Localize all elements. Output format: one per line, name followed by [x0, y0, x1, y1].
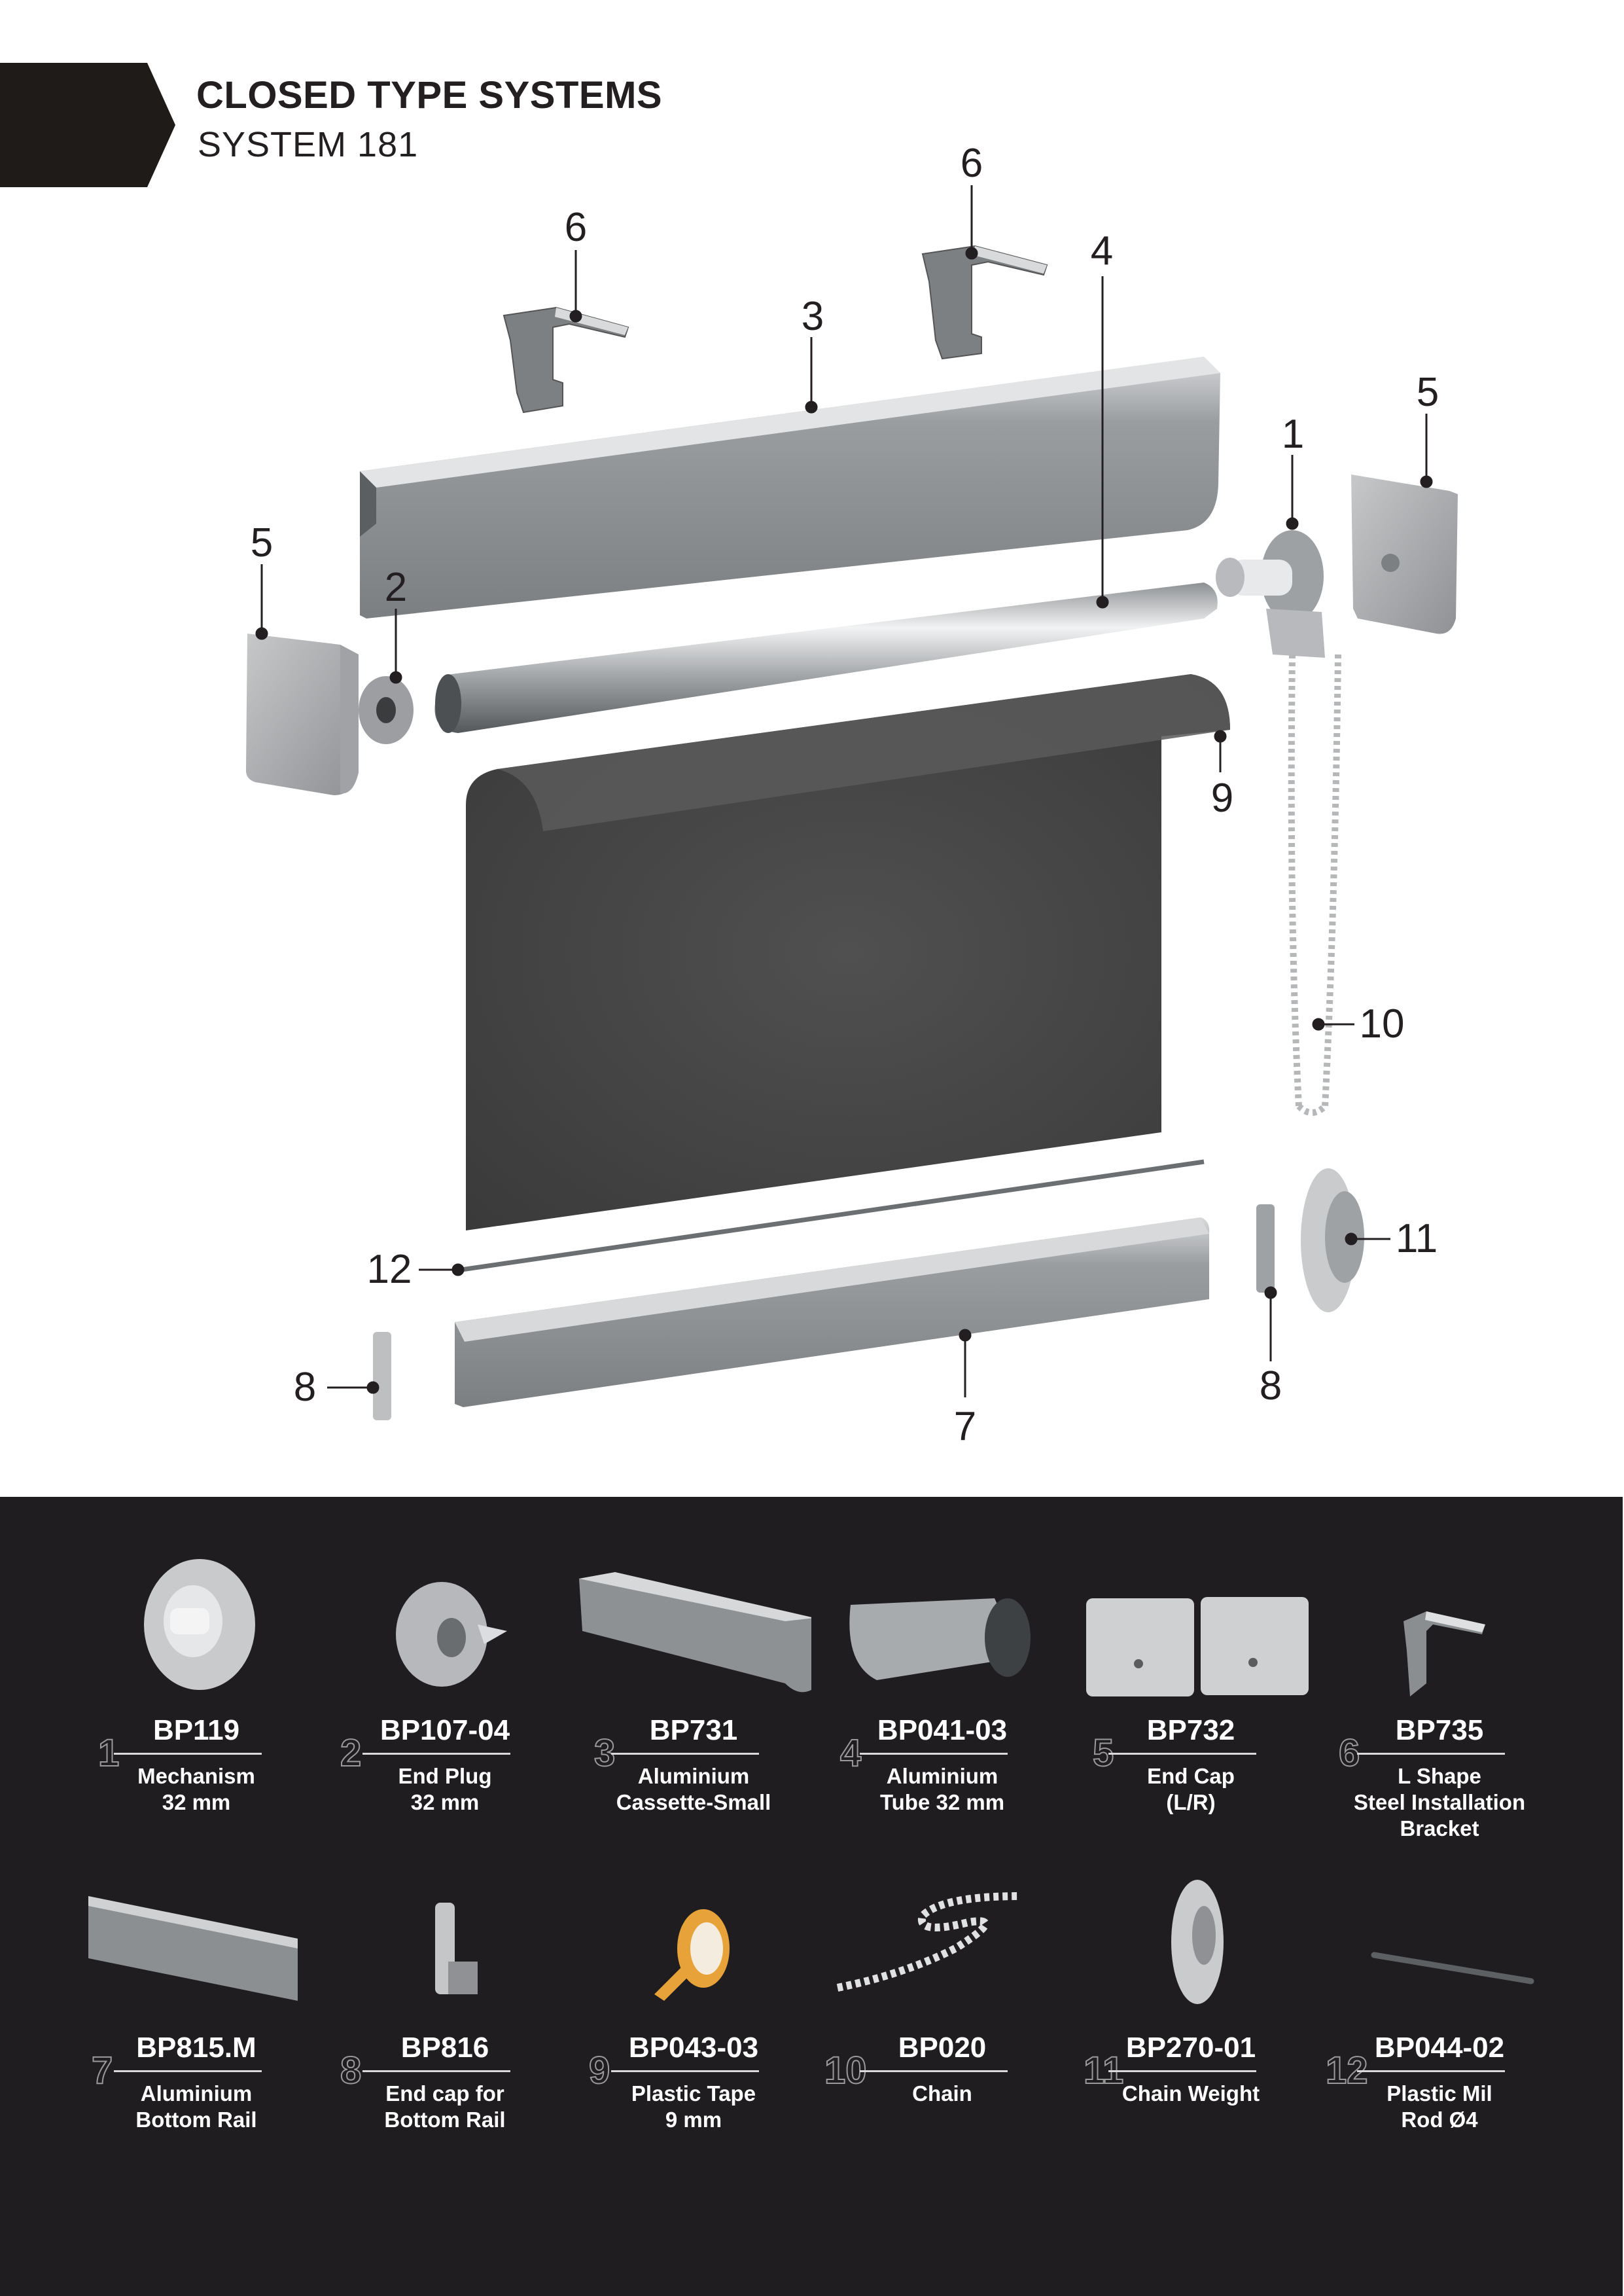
callout-7: 7 — [953, 1404, 977, 1449]
callout-5-right: 5 — [1416, 370, 1439, 415]
divider — [362, 2070, 510, 2072]
divider — [860, 1753, 1008, 1755]
part-description: Plastic Mil Rod Ø4 — [1386, 2081, 1492, 2132]
bottom-rail-cap-right-part — [1256, 1204, 1275, 1293]
divider — [1108, 1753, 1256, 1755]
callout-8-left: 8 — [293, 1365, 317, 1410]
end-cap-icon — [1086, 1597, 1309, 1696]
parts-catalog-panel: 1 BP119 Mechanism 32 mm 2 BP107-04 End P… — [0, 1497, 1623, 2296]
tape-icon — [654, 1909, 730, 2001]
callout-6-left: 6 — [564, 205, 588, 250]
part-code: BP732 — [1146, 1714, 1235, 1746]
end-plug-icon — [396, 1582, 507, 1687]
callout-3: 3 — [801, 294, 824, 339]
part-code: BP044-02 — [1374, 2032, 1505, 2064]
divider — [362, 1753, 510, 1755]
part-description: Aluminium Tube 32 mm — [879, 1764, 1005, 1814]
part-description: End Cap (L/R) — [1147, 1764, 1235, 1814]
bracket-right-part — [921, 245, 1048, 360]
divider — [860, 2070, 1008, 2072]
page-title: CLOSED TYPE SYSTEMS — [196, 74, 663, 117]
chain-icon — [836, 1892, 1021, 1992]
callout-6-right: 6 — [960, 141, 983, 186]
mechanism-part — [1216, 530, 1325, 658]
end-cap-left-part — [245, 634, 359, 795]
end-cap-right-part — [1351, 475, 1458, 634]
bottom-rail-cap-left-part — [373, 1332, 391, 1420]
rod-part — [461, 1159, 1205, 1272]
tube-part — [434, 583, 1218, 733]
part-description: Plastic Tape 9 mm — [631, 2081, 756, 2132]
divider — [611, 1753, 759, 1755]
part-code: BP043-03 — [628, 2032, 759, 2064]
chain-weight-part — [1301, 1168, 1364, 1312]
bottom-rail-part — [455, 1217, 1210, 1407]
part-description: Aluminium Bottom Rail — [135, 2081, 257, 2132]
cassette-part — [360, 357, 1220, 619]
callout-2: 2 — [384, 565, 408, 610]
part-code: BP020 — [898, 2032, 987, 2064]
part-description: L Shape Steel Installation Bracket — [1353, 1764, 1526, 1840]
fabric-screen-part — [466, 674, 1230, 1230]
divider — [611, 2070, 759, 2072]
divider — [1357, 1753, 1505, 1755]
part-code: BP816 — [400, 2032, 489, 2064]
end-plug-part — [359, 676, 414, 744]
callout-1: 1 — [1281, 412, 1305, 457]
callout-9: 9 — [1210, 776, 1234, 821]
part-index: 2 — [340, 1732, 362, 1774]
part-description: End cap for Bottom Rail — [384, 2081, 506, 2132]
part-description: End Plug 32 mm — [398, 1764, 492, 1814]
part-description: Mechanism 32 mm — [137, 1764, 255, 1814]
callout-10: 10 — [1359, 1001, 1405, 1047]
part-code: BP119 — [152, 1714, 240, 1746]
divider — [1357, 2070, 1505, 2072]
part-description: Chain Weight — [1121, 2081, 1260, 2106]
part-code: BP041-03 — [877, 1714, 1008, 1746]
rod-icon — [1371, 1952, 1534, 1984]
bottom-rail-icon — [88, 1896, 298, 2001]
part-code: BP735 — [1395, 1714, 1484, 1746]
tube-icon — [849, 1598, 1031, 1680]
part-code: BP107-04 — [380, 1714, 510, 1746]
part-code: BP270-01 — [1125, 2032, 1256, 2064]
callout-11: 11 — [1395, 1216, 1438, 1261]
page-subtitle: SYSTEM 181 — [198, 125, 419, 164]
part-description: Chain — [912, 2081, 972, 2106]
chain-weight-icon — [1171, 1880, 1224, 2004]
part-description: Aluminium Cassette-Small — [616, 1764, 771, 1814]
exploded-diagram — [245, 185, 1458, 1420]
divider — [1108, 2070, 1256, 2072]
divider — [114, 2070, 262, 2072]
divider — [114, 1753, 262, 1755]
callout-12: 12 — [366, 1247, 412, 1292]
cassette-icon — [579, 1572, 811, 1693]
callout-8-right: 8 — [1259, 1363, 1282, 1408]
header-tab-shape — [0, 63, 175, 187]
bracket-left-part — [503, 306, 629, 414]
mechanism-icon — [144, 1559, 255, 1690]
bracket-icon — [1403, 1611, 1485, 1696]
bottom-rail-cap-icon — [435, 1903, 478, 1994]
callout-5-left: 5 — [250, 520, 274, 565]
part-index: 7 — [91, 2049, 113, 2092]
chain-part — [1288, 654, 1341, 1116]
part-index: 6 — [1338, 1732, 1360, 1774]
callout-4: 4 — [1090, 228, 1114, 274]
part-index: 9 — [588, 2049, 610, 2092]
part-index: 8 — [340, 2049, 362, 2092]
part-code: BP731 — [649, 1714, 738, 1746]
part-code: BP815.M — [136, 2032, 256, 2064]
part-index: 4 — [839, 1732, 862, 1774]
